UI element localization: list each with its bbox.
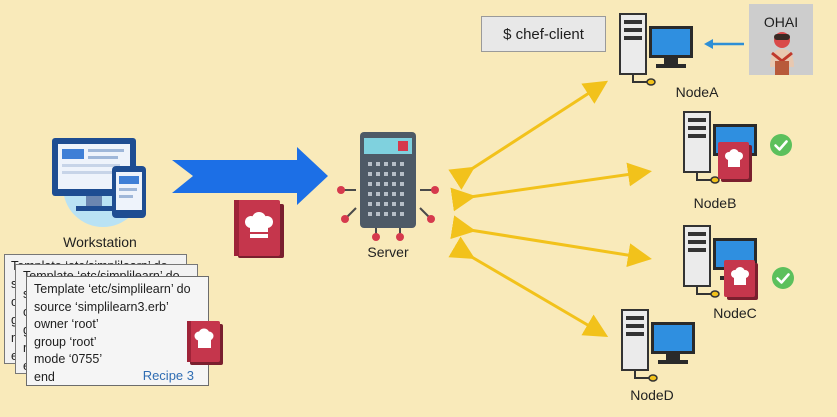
arrow-server-nodec [450,215,652,268]
nodec-cookbook-icon [724,260,758,300]
nodeb-check-icon [770,134,792,156]
recipe-cookbook-icon [187,321,223,365]
recipe-back-1-letter: e [11,347,186,363]
ohai-to-nodea-arrow [704,39,744,49]
recipe-line: source ‘simplilearn3.erb’ [34,299,169,314]
ohai-person-icon [770,32,794,75]
chef-client-command-box: $ chef-client [481,16,606,52]
nodea-label: NodeA [675,84,719,100]
nodec-check-icon [772,267,794,289]
ohai-box: OHAI [749,4,813,75]
recipe-line: group ‘root’ [34,334,97,349]
workstation-label: Workstation [63,234,137,250]
workstation-devices-icon [52,138,146,227]
arrow-server-noded [448,236,609,338]
cookbook-icon [234,200,284,258]
recipe-back-1-letter: g [11,311,186,329]
nodeb-cookbook-icon [718,142,752,182]
recipe-back-1-letter: s [11,275,186,293]
noded-computer-icon [621,309,695,382]
recipe-tag: Recipe 3 [142,367,194,383]
nodea-computer-icon [619,13,693,86]
nodec-label: NodeC [713,305,757,321]
recipe-card-front: Template ‘etc/simplilearn’ do source ‘si… [26,276,223,386]
recipe-back-1-letter: o [11,293,186,311]
recipe-line: owner ‘root’ [34,317,99,331]
server-label: Server [367,244,409,260]
noded-label: NodeD [630,387,674,403]
ohai-label: OHAI [763,14,799,30]
nodeb-label: NodeB [693,195,737,211]
arrow-server-nodeb [450,162,652,212]
recipe-line: end [34,369,55,384]
server-icon [337,132,439,241]
recipe-line: mode ‘0755’ [34,352,103,366]
arrow-server-nodea [448,80,609,190]
recipe-line: Template ‘etc/simplilearn’ do [34,282,191,296]
